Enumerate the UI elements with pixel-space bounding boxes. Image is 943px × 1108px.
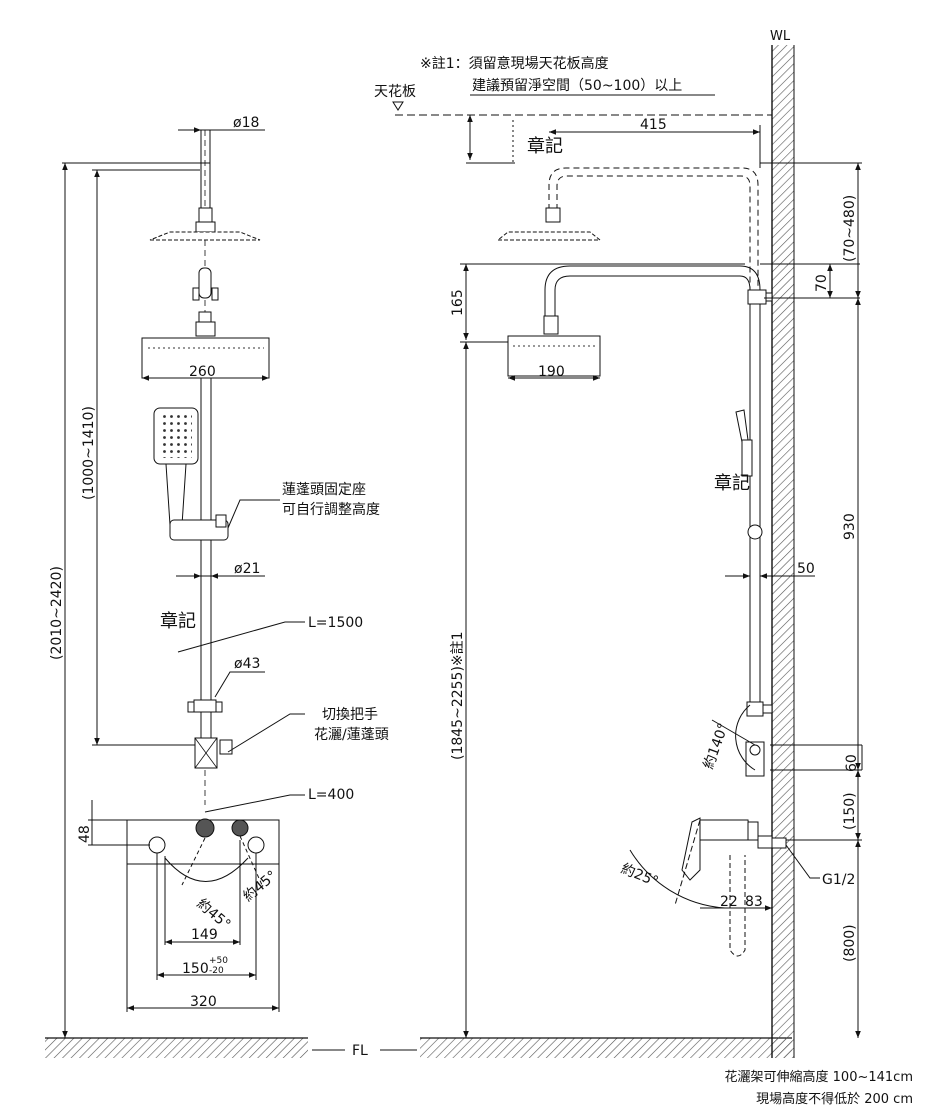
- dim-83: 83: [745, 894, 763, 910]
- dim-415: 415: [640, 117, 667, 133]
- stamp-side-mid: 章記: [714, 473, 750, 494]
- dim-930: 930: [842, 513, 858, 540]
- front-dimensions: [62, 127, 305, 1038]
- angle-right: 約45°: [240, 868, 280, 905]
- dim-22: 22: [720, 894, 738, 910]
- dim-d18: ø18: [233, 115, 259, 131]
- wl-label: WL: [770, 29, 791, 44]
- pipe-short-label: L=400: [308, 787, 354, 803]
- note1-line2: 建議預留淨空間（50~100）以上: [472, 77, 682, 94]
- angle-140: 約140°: [701, 721, 732, 771]
- floor-left: [45, 1037, 308, 1058]
- dim-50: 50: [797, 561, 815, 577]
- dim-48: 48: [77, 825, 93, 843]
- g12-label: G1/2: [822, 872, 855, 888]
- holder-note-line2: 可自行調整高度: [282, 501, 380, 518]
- dim-d43: ø43: [234, 656, 260, 672]
- side-dimensions: [460, 94, 863, 1038]
- floor-right: [420, 1037, 792, 1058]
- holder-note-line1: 蓮蓬頭固定座: [282, 482, 366, 498]
- ceiling-label: 天花板: [374, 84, 416, 100]
- dim-range800: (800): [842, 924, 858, 962]
- front-view: [126, 129, 280, 886]
- wall: [771, 45, 795, 1058]
- dim-total-range: (2010~2420): [49, 566, 65, 660]
- switch-note-line2: 花灑/蓮蓬頭: [314, 727, 389, 743]
- footnote-line2: 現場高度不得低於 200 cm: [756, 1092, 913, 1107]
- dim-range70-480: (70~480): [842, 195, 858, 262]
- dim-150-tol-plus: +50: [209, 956, 228, 966]
- pipe-long-label: L=1500: [308, 615, 363, 631]
- dim-range150: (150): [842, 792, 858, 830]
- dim-range1845: (1845~2255)※註1: [450, 631, 466, 760]
- angle-25: 約25°: [619, 861, 661, 890]
- dim-149: 149: [191, 927, 218, 943]
- dim-260: 260: [189, 364, 216, 380]
- dim-70: 70: [814, 274, 830, 292]
- stamp-side-top: 章記: [527, 136, 563, 157]
- switch-note-line1: 切換把手: [322, 707, 378, 723]
- dim-d21: ø21: [234, 561, 260, 577]
- dim-60: 60: [844, 754, 860, 772]
- footnote-line1: 花灑架可伸縮高度 100~141cm: [724, 1070, 913, 1085]
- dim-h-range: (1000~1410): [81, 406, 97, 500]
- dim-150: 150: [182, 961, 209, 977]
- dim-190: 190: [538, 364, 565, 380]
- note1-line1: ※註1：須留意現場天花板高度: [420, 55, 609, 72]
- dim-165: 165: [450, 289, 466, 316]
- fl-label: FL: [352, 1043, 368, 1059]
- side-view: [392, 101, 787, 957]
- stamp-front: 章記: [160, 611, 196, 632]
- dim-320: 320: [190, 994, 217, 1010]
- dim-150-tol-minus: -20: [209, 966, 224, 976]
